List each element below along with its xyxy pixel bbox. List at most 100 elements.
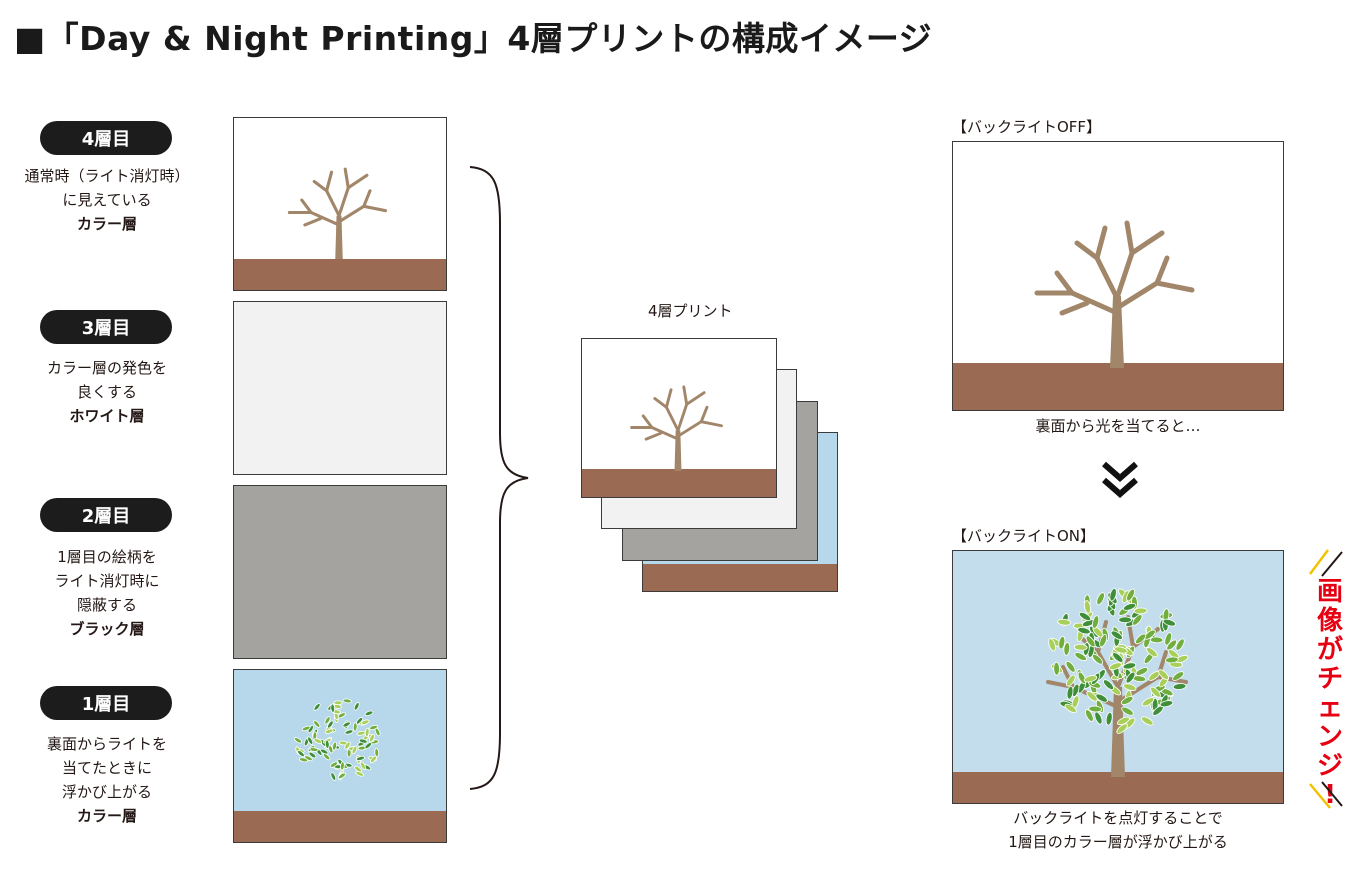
bare-tree-icon [1034,220,1195,368]
leaf [356,730,366,736]
leaf [1053,661,1060,676]
leaf [293,737,303,744]
leaf [1116,723,1128,734]
leaf [1132,614,1143,626]
leaf [1162,618,1177,627]
leaf [333,700,343,706]
layer-1-name: カラー層 [76,807,137,825]
leaf [1135,667,1149,676]
leafy-tree-icon [1046,587,1189,777]
leaf [297,750,305,758]
layer-4-desc-line: 通常時（ライト消灯時） [24,167,190,185]
leaf [364,727,370,737]
accent-lines-top [1309,549,1343,577]
layer-2-desc-line: 隠蔽する [76,596,137,614]
leaf [1057,618,1071,626]
leaf [1086,691,1098,702]
leaf [1074,652,1087,661]
backlight-off-panel [952,141,1284,411]
leaf [1095,693,1108,703]
leaf [364,742,373,750]
layer-4-description: 通常時（ライト消灯時） に見えている カラー層 [12,164,202,236]
leaf [352,722,358,732]
diagram-title: ■「Day & Night Printing」4層プリントの構成イメージ [14,19,933,58]
leaf [1165,656,1179,664]
leaf [322,753,331,761]
leaf [1141,716,1154,726]
leaf [1065,660,1076,673]
layer-3-desc-line: 良くする [76,383,137,401]
leaf [1114,646,1128,654]
leaf [351,745,358,755]
layer-2-badge: 2層目 [40,498,172,532]
leaf [313,738,323,744]
leaf [356,755,365,761]
layer-1-desc-line: 当てたときに [61,759,152,777]
leaf [309,747,319,752]
layer-4-desc-line: に見えている [62,191,152,209]
leaf [1164,632,1173,646]
leaf [319,748,329,755]
leaf [342,721,351,728]
leaf [1110,630,1123,640]
leaf [344,729,354,735]
leaf [1078,611,1092,622]
stack-label: 4層プリント [648,302,733,320]
layer-2-description: 1層目の絵柄を ライト消灯時に 隠蔽する ブラック層 [12,545,202,641]
layer-1-description: 裏面からライトを 当てたときに 浮かび上がる カラー層 [12,732,202,828]
double-chevron-down-icon [1102,461,1138,498]
leaf [1085,635,1096,648]
layer-1-desc-line: 浮かび上がる [61,783,152,801]
leaf [329,761,339,768]
layer-4-color-panel [233,117,447,291]
layer-4-badge: 4層目 [40,121,172,155]
bare-tree-icon [287,167,388,259]
layer-2-black-panel [233,485,447,659]
backlight-on-caption: バックライトを点灯することで 1層目のカラー層が浮かび上がる [952,806,1284,854]
leaf [1158,669,1170,681]
leaf [1048,638,1056,652]
layer-1-badge: 1層目 [40,686,172,720]
accent-lines-bottom [1309,781,1343,809]
layer-2-desc-line: 1層目の絵柄を [57,548,157,566]
backlight-off-caption: 裏面から光を当てると… [1035,417,1201,435]
leaf [340,761,345,771]
brace-icon [469,166,529,790]
bare-tree-icon [630,385,723,471]
leaf [313,703,321,711]
leaf [337,772,346,780]
leaf [360,719,370,725]
leaf [1141,697,1155,707]
leaf [1123,683,1137,691]
leaf [1084,600,1091,614]
leaf [1085,709,1094,722]
leaf [1063,642,1071,656]
leaf [330,772,337,781]
layer-4-name: カラー層 [76,215,137,233]
leaf [1108,662,1123,671]
leaf [1066,685,1074,700]
leaf [1133,607,1148,615]
leaf [324,728,334,734]
layer-1-color-panel [233,669,447,843]
layer-2-name: ブラック層 [69,620,145,638]
leaf [342,698,352,704]
leaf [1125,671,1136,684]
leaf [369,755,378,764]
leaf [1073,643,1088,651]
leaf [1146,647,1158,658]
layer-1-desc-line: 裏面からライトを [46,735,167,753]
backlight-on-panel [952,550,1284,804]
leaf [344,741,351,750]
leaf [1126,588,1135,602]
leaf [332,741,338,751]
leaf [1172,671,1185,681]
layer-3-name: ホワイト層 [69,407,145,425]
leaf [1172,683,1187,690]
layer-3-description: カラー層の発色を 良くする ホワイト層 [12,356,202,428]
backlight-on-caption-line: 1層目のカラー層が浮かび上がる [1008,833,1228,851]
leaf [353,702,360,711]
layer-3-white-panel [233,301,447,475]
backlight-off-label: 【バックライトOFF】 [952,118,1102,136]
leaf-crown-icon [293,698,381,781]
